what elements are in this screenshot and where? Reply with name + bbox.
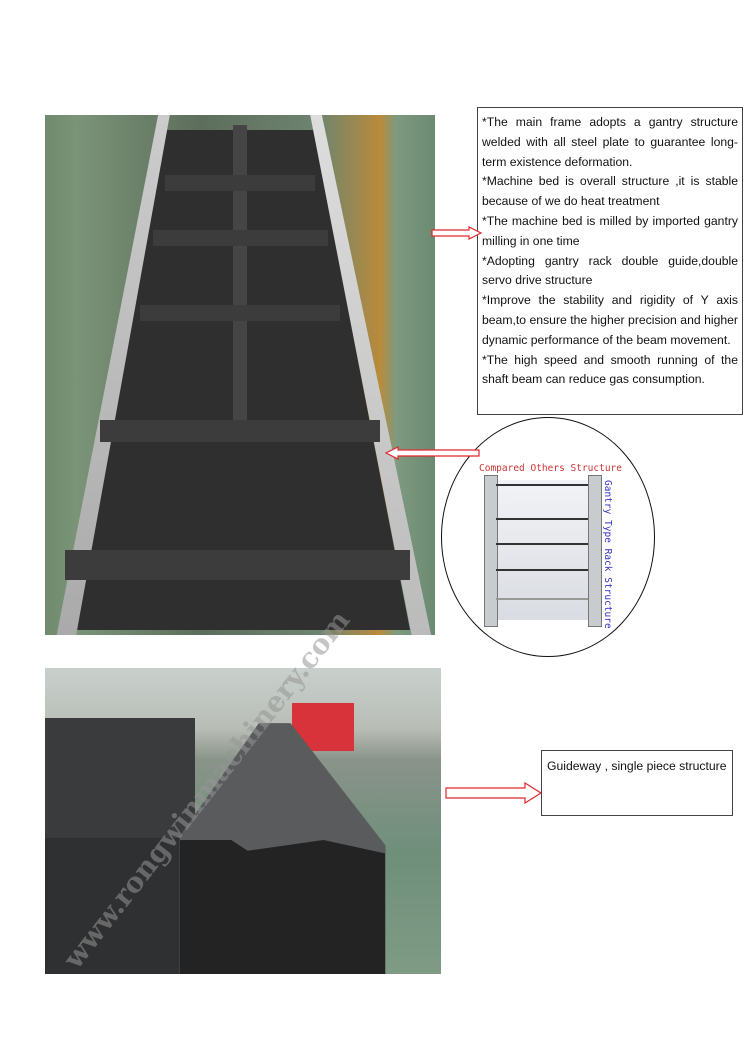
- feature-line: *The main frame adopts a gantry structur…: [482, 115, 738, 169]
- diagram-caption-top: Compared Others Structure: [479, 463, 622, 474]
- feature-line: *The machine bed is milled by imported g…: [482, 213, 738, 248]
- feature-line: *Improve the stability and rigidity of Y…: [482, 293, 738, 347]
- feature-line: *Machine bed is overall structure ,it is…: [482, 174, 738, 209]
- machine-bed-photo: [45, 115, 435, 635]
- comparison-diagram: Compared Others Structure Gantry Type Ra…: [441, 417, 655, 657]
- guideway-textbox: Guideway , single piece structure: [541, 750, 733, 816]
- features-textbox: *The main frame adopts a gantry structur…: [477, 107, 743, 415]
- arrow-right-icon: [431, 226, 483, 240]
- diagram-caption-side: Gantry Type Rack Structure: [602, 480, 613, 629]
- guideway-photo: [45, 668, 441, 974]
- feature-line: *Adopting gantry rack double guide,doubl…: [482, 253, 738, 288]
- guideway-text: Guideway , single piece structure: [547, 759, 727, 773]
- feature-line: *The high speed and smooth running of th…: [482, 352, 738, 387]
- arrow-right-icon: [445, 782, 543, 804]
- arrow-left-icon: [384, 446, 480, 460]
